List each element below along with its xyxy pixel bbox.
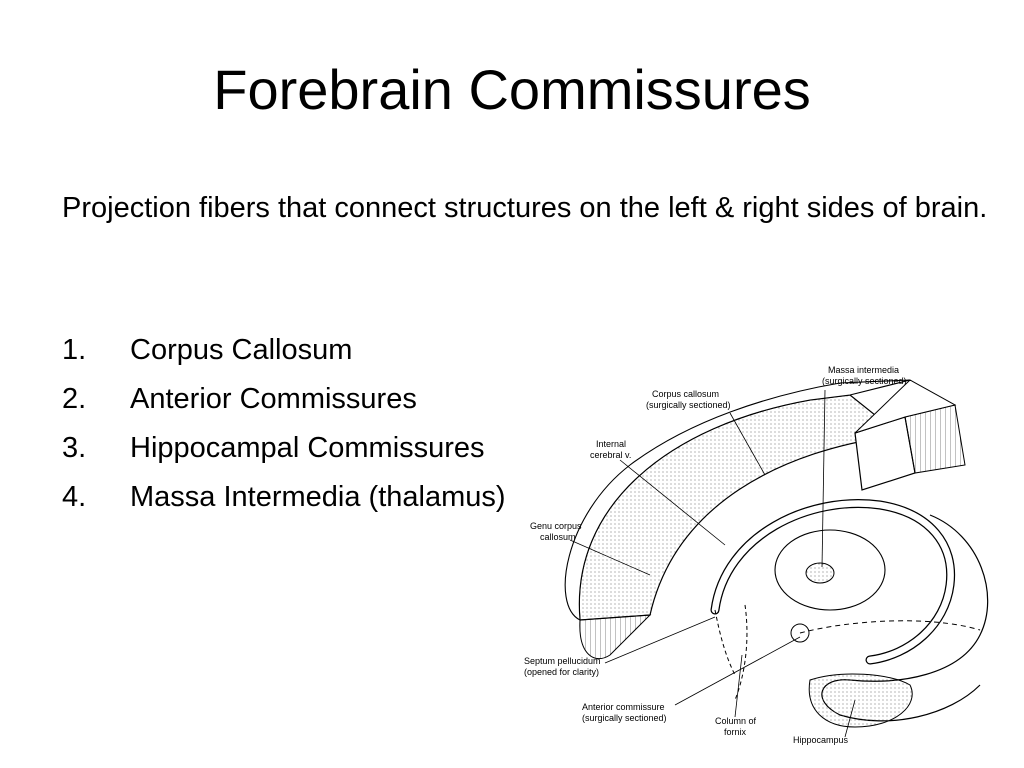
slide-title: Forebrain Commissures	[213, 58, 811, 121]
label-massa-intermedia: Massa intermedia	[828, 365, 899, 375]
list-item: 1. Corpus Callosum	[62, 326, 506, 375]
list-number: 4.	[62, 481, 87, 513]
list-text: Corpus Callosum	[130, 334, 353, 366]
list-text: Hippocampal Commissures	[130, 432, 485, 464]
leader-lines	[569, 389, 856, 738]
label-internal-cerebral-2: cerebral v.	[590, 450, 631, 460]
corpus-callosum-top	[564, 379, 911, 621]
massa-intermedia-shape	[805, 562, 835, 584]
label-hippocampus: Hippocampus	[793, 735, 849, 745]
septum-outline	[714, 609, 736, 676]
label-column-fornix: Column of	[715, 716, 757, 726]
list-item: 2. Anterior Commissures	[62, 375, 506, 424]
label-anterior-commissure-note: (surgically sectioned)	[582, 713, 667, 723]
sectioned-block-top	[854, 379, 957, 434]
column-fornix-outline	[734, 604, 748, 701]
list-number: 3.	[62, 432, 87, 464]
label-corpus-callosum: Corpus callosum	[652, 389, 719, 399]
brain-illustration-svg: Massa intermedia (surgically sectioned) …	[524, 365, 989, 745]
commissure-list: 1. Corpus Callosum 2. Anterior Commissur…	[62, 326, 506, 522]
label-anterior-commissure: Anterior commissure	[582, 702, 665, 712]
label-septum-note: (opened for clarity)	[524, 667, 599, 677]
list-number: 2.	[62, 383, 87, 415]
list-item: 4. Massa Intermedia (thalamus)	[62, 473, 506, 522]
brain-commissures-illustration: Massa intermedia (surgically sectioned) …	[510, 355, 1024, 768]
label-massa-intermedia-note: (surgically sectioned)	[822, 376, 907, 386]
label-corpus-callosum-note: (surgically sectioned)	[646, 400, 731, 410]
fornix-inner	[711, 500, 954, 664]
label-genu-2: callosum	[540, 532, 576, 542]
list-text: Massa Intermedia (thalamus)	[130, 481, 506, 513]
label-internal-cerebral: Internal	[596, 439, 626, 449]
label-column-fornix-2: fornix	[724, 727, 747, 737]
list-item: 3. Hippocampal Commissures	[62, 424, 506, 473]
list-number: 1.	[62, 334, 87, 366]
label-septum: Septum pellucidum	[524, 656, 601, 666]
list-text: Anterior Commissures	[130, 383, 417, 415]
hippocampus-body	[808, 673, 913, 728]
label-genu: Genu corpus	[530, 521, 582, 531]
intro-text: Projection fibers that connect structure…	[62, 192, 988, 224]
genu-band	[579, 614, 652, 660]
dashed-outline	[799, 620, 981, 634]
